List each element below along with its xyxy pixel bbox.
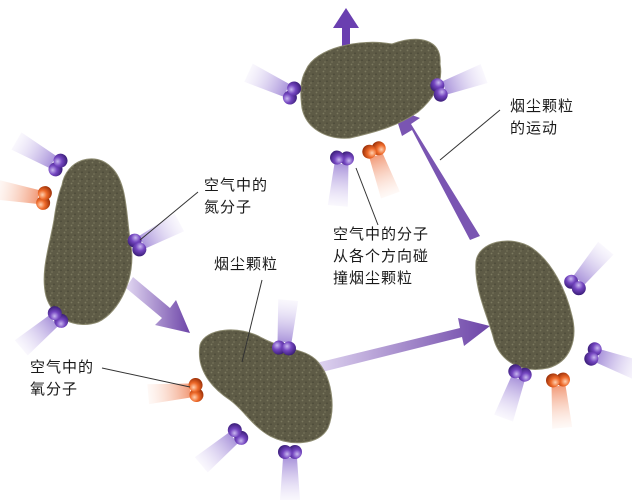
- label-nitrogen-molecule: 空气中的 氮分子: [204, 174, 268, 218]
- label-collision: 空气中的分子 从各个方向碰 撞烟尘颗粒: [333, 223, 429, 289]
- label-line: 氮分子: [204, 196, 268, 218]
- label-line: 氧分子: [30, 378, 94, 400]
- label-line: 空气中的分子: [333, 223, 429, 245]
- dust-particle-icon: [301, 39, 441, 138]
- dust-particle-icon: [44, 159, 132, 325]
- leader-lines: [102, 110, 500, 387]
- label-line: 烟尘颗粒: [510, 95, 574, 117]
- label-line: 从各个方向碰: [333, 245, 429, 267]
- nitrogen-molecule-icon: [10, 131, 70, 179]
- leader-line-collision: [356, 168, 378, 225]
- label-dust-particle: 烟尘颗粒: [214, 253, 278, 275]
- dust-particle-icon: [476, 241, 574, 369]
- label-line: 烟尘颗粒: [214, 253, 278, 275]
- oxygen-molecule-icon: [147, 377, 204, 406]
- label-dust-motion: 烟尘颗粒 的运动: [510, 95, 574, 139]
- motion-arrow-icon: [312, 318, 490, 374]
- dust-particle-icon: [199, 330, 332, 443]
- nitrogen-molecule-icon: [492, 362, 533, 422]
- motion-arrow-icon: [393, 108, 480, 240]
- label-line: 撞烟尘颗粒: [333, 267, 429, 289]
- nitrogen-molecule-icon: [194, 420, 252, 474]
- oxygen-molecule-icon: [545, 372, 574, 429]
- nitrogen-molecule-icon: [561, 241, 615, 299]
- oxygen-molecule-icon: [360, 139, 401, 199]
- leader-line-motion: [440, 110, 500, 160]
- motion-arrow-icon: [126, 277, 190, 333]
- dust-particles: [44, 39, 574, 442]
- label-oxygen-molecule: 空气中的 氧分子: [30, 356, 94, 400]
- nitrogen-molecule-icon: [271, 299, 300, 356]
- nitrogen-molecule-icon: [278, 445, 302, 500]
- nitrogen-molecule-icon: [326, 150, 355, 207]
- nitrogen-molecule-icon: [582, 340, 632, 381]
- label-line: 空气中的: [204, 174, 268, 196]
- label-line: 空气中的: [30, 356, 94, 378]
- nitrogen-molecule-icon: [243, 62, 303, 107]
- oxygen-molecule-icon: [0, 178, 53, 211]
- label-line: 的运动: [510, 117, 574, 139]
- leader-line-oxygen: [102, 368, 190, 387]
- nitrogen-molecule-icon: [125, 212, 185, 259]
